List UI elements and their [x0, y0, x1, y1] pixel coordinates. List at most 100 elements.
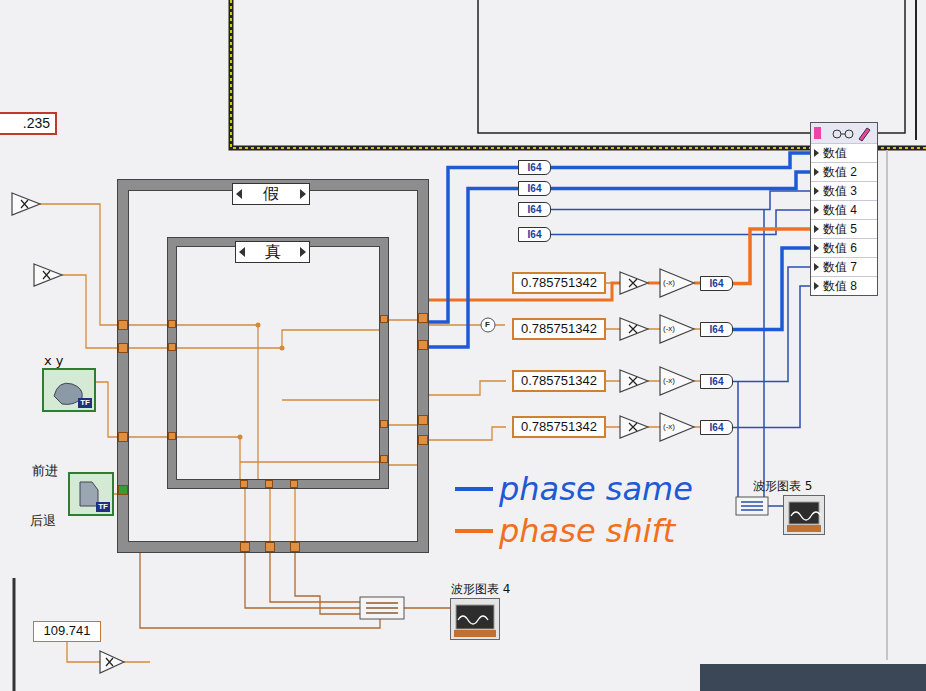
numeric-constant-text: .235: [23, 115, 50, 131]
row-terminal: [814, 206, 819, 214]
tunnel: [380, 315, 388, 323]
legend-entry: phase same: [455, 468, 693, 510]
tunnel: [168, 320, 176, 328]
tunnel: [380, 455, 388, 463]
numeric-constant-text: 0.785751342: [521, 373, 597, 388]
selector-value: 假: [257, 184, 285, 205]
waveform-chart-terminal: 波形图表 4: [450, 598, 500, 640]
tunnel: [240, 542, 250, 552]
conversion-text: I64: [528, 162, 542, 173]
bundle-row: 数值 3: [811, 181, 877, 200]
left-frame: [13, 578, 16, 691]
conversion-text: I64: [710, 324, 724, 335]
wire-connector: [551, 153, 810, 168]
tunnel: [265, 542, 275, 552]
selector-arrow: [300, 247, 306, 257]
type-tag: TF: [96, 502, 110, 512]
conversion-text: I64: [528, 229, 542, 240]
numeric-constant: 0.785751342: [512, 370, 606, 392]
row-terminal: [814, 168, 819, 176]
legend-swatch: [455, 529, 493, 533]
bundle-row: 数值 2: [811, 162, 877, 181]
to-i64-node: I64: [518, 160, 551, 175]
pencil-icon: [859, 128, 870, 141]
to-i64-node: I64: [700, 322, 733, 337]
wire-connector: [551, 210, 810, 235]
row-terminal: [814, 149, 819, 157]
element-name: 数值 7: [823, 259, 857, 276]
conversion-text: I64: [710, 278, 724, 289]
selector-arrow: [300, 189, 306, 199]
wire-connector: [551, 191, 810, 210]
chart-label: 波形图表 5: [753, 478, 812, 495]
waveform-chart-terminal: 波形图表 5: [783, 495, 825, 535]
symbol-label: (-x): [663, 279, 675, 287]
to-i64-node: I64: [518, 227, 551, 242]
tunnel: [265, 480, 273, 488]
element-name: 数值 8: [823, 278, 857, 295]
numeric-constant-text: 0.785751342: [521, 321, 597, 336]
symbol-label: F: [485, 321, 490, 329]
tunnel: [418, 313, 428, 323]
legend-swatch: [455, 487, 493, 491]
wire-connector: [733, 229, 810, 284]
tunnel: [118, 432, 128, 442]
xy-control: x yTF: [42, 368, 96, 412]
chart-label: 波形图表 4: [451, 581, 510, 598]
bundle-row: 数值 7: [811, 257, 877, 276]
window-edge: [886, 150, 888, 660]
legend-entry: phase shift: [455, 510, 693, 552]
cluster-icon: [814, 127, 821, 139]
chart-wire: [140, 552, 450, 628]
row-terminal: [814, 282, 819, 290]
control-label: 前进: [32, 462, 58, 480]
numeric-constant: 0.785751342: [512, 272, 606, 294]
element-name: 数值 6: [823, 240, 857, 257]
wire-connector: [428, 189, 518, 348]
case-selector: 假: [232, 183, 310, 205]
tunnel: [380, 420, 388, 428]
bundle-by-name: 数值数值 2数值 3数值 4数值 5数值 6数值 7数值 8: [810, 122, 878, 296]
junction-dot: [280, 346, 285, 351]
symbol-label: (-x): [663, 325, 675, 333]
build-array-mark: [366, 603, 398, 613]
multiply-mark: [21, 200, 637, 666]
bundle-row: 数值 6: [811, 238, 877, 257]
tunnel: [118, 320, 128, 330]
chart-icon: [451, 599, 499, 639]
wire-connector: [733, 248, 810, 330]
row-terminal: [814, 225, 819, 233]
row-terminal: [814, 187, 819, 195]
type-tag: TF: [78, 398, 92, 408]
legend-text: phase shift: [499, 512, 675, 550]
tunnel: [168, 343, 176, 351]
boolean-control: 前进TF: [68, 472, 114, 516]
tunnel: [290, 542, 300, 552]
legend-text: phase same: [499, 470, 693, 508]
legend-box: phase same phase shift: [455, 468, 693, 552]
chart-screen: [456, 605, 494, 629]
wire-connector: [551, 172, 810, 189]
selector-value: 真: [259, 242, 287, 263]
case-selector-text: 假: [263, 184, 279, 203]
tunnel: [418, 340, 428, 350]
selector-arrow: [239, 247, 245, 257]
coercion-node: [481, 318, 495, 332]
bundle-row: 数值 5: [811, 219, 877, 238]
glasses-icon: [833, 130, 853, 138]
numeric-constant-text: 109.741: [44, 623, 91, 638]
numeric-constant-text: 0.785751342: [521, 275, 597, 290]
symbol-label: (-x): [663, 377, 675, 385]
to-i64-node: I64: [518, 181, 551, 196]
chart-type-band: [454, 630, 496, 637]
case-selector: 真: [235, 241, 310, 263]
multiply-symbol: [12, 193, 648, 673]
control-label: x y: [44, 353, 64, 368]
conversion-text: I64: [528, 204, 542, 215]
integer-wire: [738, 209, 783, 506]
frame-border: [231, 0, 926, 148]
bundle-row: 数值 4: [811, 200, 877, 219]
case-structure: 真: [168, 238, 388, 488]
case-selector-text: 真: [265, 242, 281, 261]
conversion-text: I64: [710, 422, 724, 433]
